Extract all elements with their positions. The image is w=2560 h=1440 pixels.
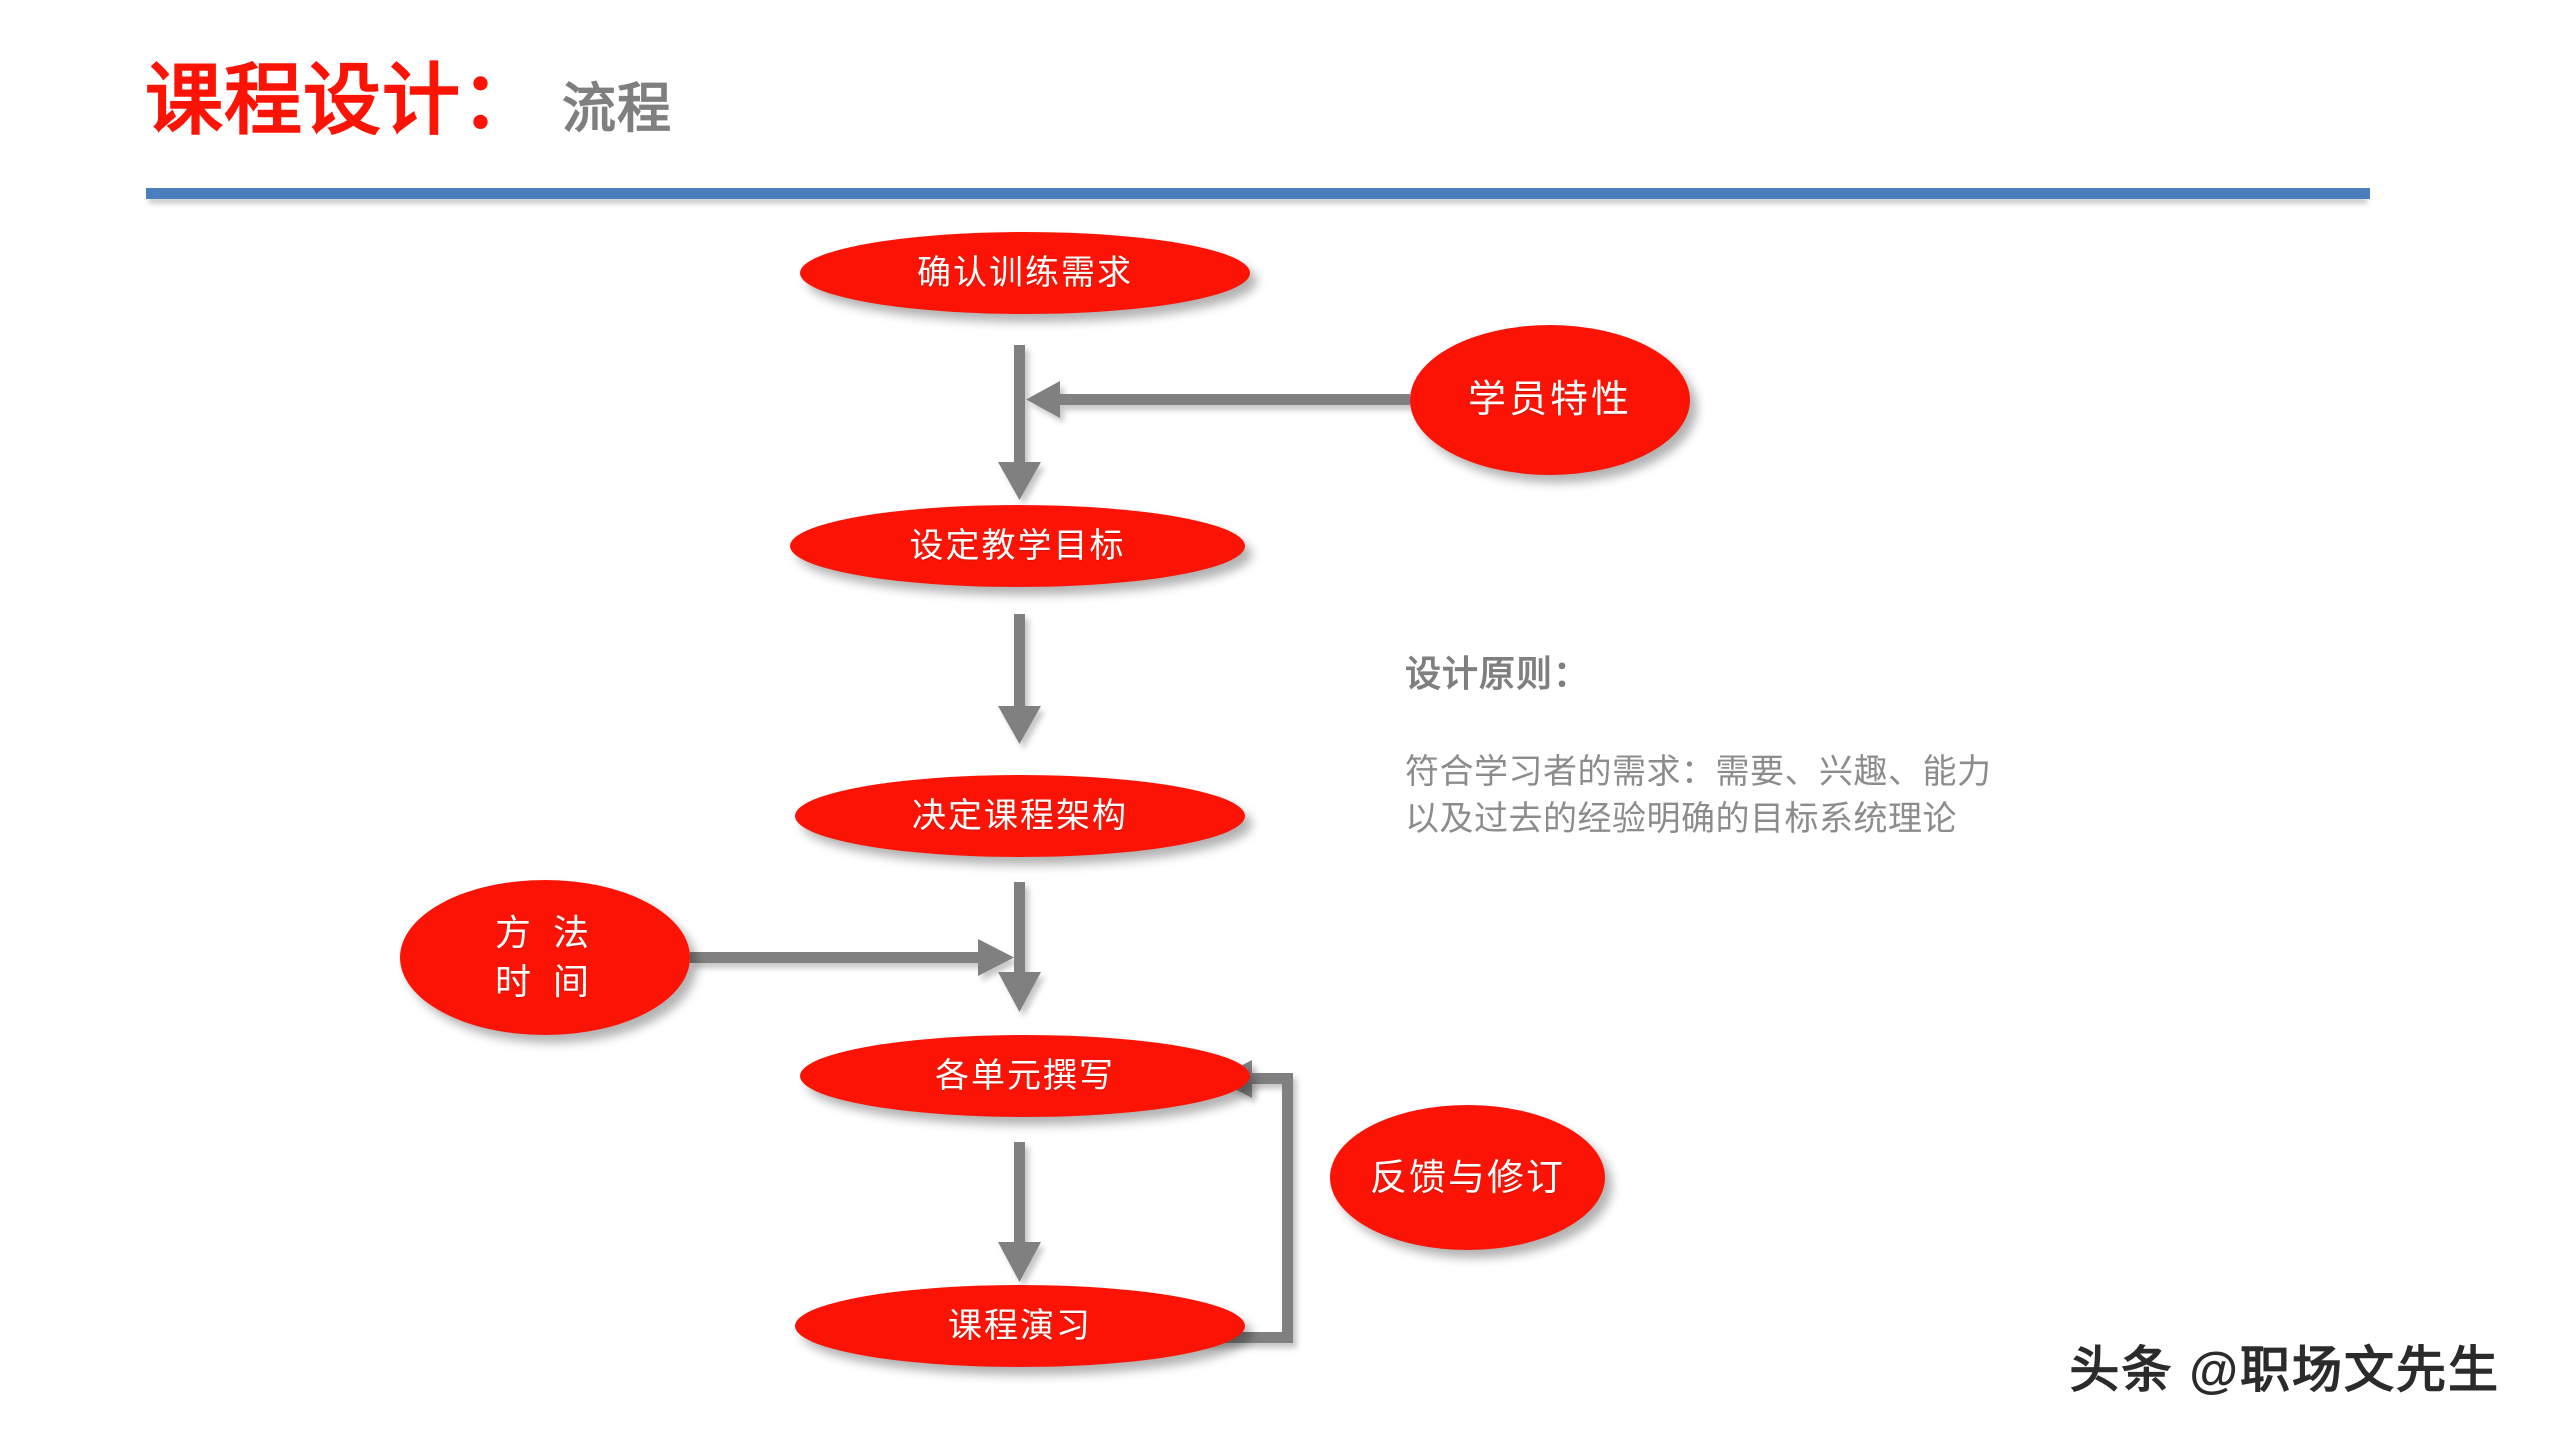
title-divider-rule	[146, 188, 2370, 199]
page-title-main: 课程设计：	[145, 56, 541, 144]
flow-node-objectives[interactable]: 设定教学目标	[790, 505, 1245, 587]
flow-node-method-label: 方 法 时 间	[494, 911, 595, 1002]
flow-node-units[interactable]: 各单元撰写	[800, 1035, 1250, 1117]
flow-node-requirements-label: 确认训练需求	[917, 253, 1133, 292]
design-principles-line-2: 以及过去的经验明确的目标系统理论	[1405, 799, 1957, 838]
flow-node-traits[interactable]: 学员特性	[1410, 325, 1690, 475]
flow-node-requirements[interactable]: 确认训练需求	[800, 232, 1250, 314]
connector-objectives-to-structure	[998, 614, 1041, 744]
flow-node-method[interactable]: 方 法 时 间	[400, 880, 690, 1035]
page-title-subtitle: 流程	[562, 79, 673, 139]
flow-node-rehearsal[interactable]: 课程演习	[795, 1285, 1245, 1367]
connector-traits-to-flow	[1026, 381, 1410, 418]
design-principles-heading: 设计原则：	[1405, 653, 1591, 694]
flow-node-units-label: 各单元撰写	[935, 1056, 1115, 1095]
flow-node-rehearsal-label: 课程演习	[948, 1306, 1092, 1345]
flow-node-traits-label: 学员特性	[1467, 378, 1632, 421]
flow-node-feedback-label: 反馈与修订	[1370, 1156, 1565, 1198]
flow-node-objectives-label: 设定教学目标	[909, 526, 1126, 565]
connector-structure-to-units	[998, 882, 1041, 1012]
connector-units-to-rehearsal	[998, 1142, 1041, 1282]
connector-rehearsal-to-units-loop	[1200, 1060, 1293, 1343]
watermark-text: 头条 @职场文先生	[2069, 1342, 2500, 1398]
design-principles-line-1: 符合学习者的需求：需要、兴趣、能力	[1405, 753, 1992, 791]
flow-node-structure-label: 决定课程架构	[912, 796, 1128, 835]
connector-method-to-flow	[690, 939, 1014, 976]
flow-node-feedback[interactable]: 反馈与修订	[1330, 1105, 1605, 1250]
page-title: 课程设计： 流程	[145, 38, 672, 150]
flow-node-structure[interactable]: 决定课程架构	[795, 775, 1245, 857]
connector-requirements-to-objectives	[998, 345, 1041, 500]
design-principles-block: 设计原则： 符合学习者的需求：需要、兴趣、能力 以及过去的经验明确的目标系统理论	[1405, 645, 2205, 843]
